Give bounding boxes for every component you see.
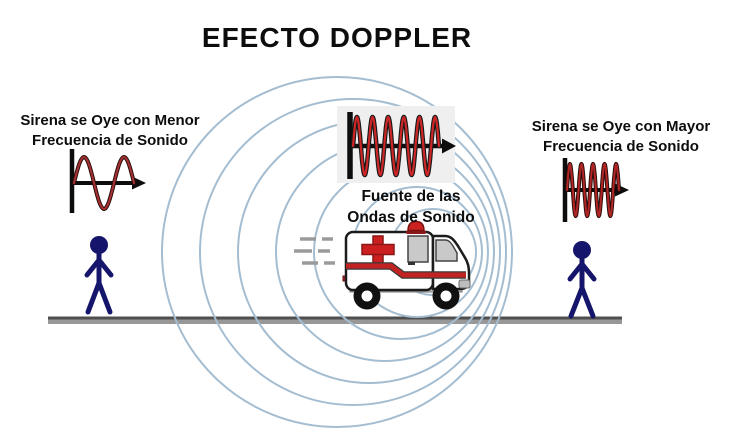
ambulance-side-window xyxy=(407,235,429,263)
diagram-title: EFECTO DOPPLER xyxy=(201,22,473,53)
label-wave-source-line1: Fuente de las xyxy=(361,188,461,205)
ambulance-beacon-base xyxy=(406,230,426,234)
label-lower-frequency-line2: Frecuencia de Sonido xyxy=(32,132,188,149)
label-higher-frequency-line1: Sirena se Oye con Mayor xyxy=(531,118,711,135)
ambulance-door-handle xyxy=(408,262,415,265)
ambulance-rear-wheel-icon xyxy=(353,282,381,310)
label-lower-frequency-line1: Sirena se Oye con Menor xyxy=(20,112,200,129)
high-frequency-wave-icon xyxy=(562,158,629,222)
label-higher-frequency-line2: Frecuencia de Sonido xyxy=(543,138,699,155)
road xyxy=(48,316,622,324)
ambulance-beacon-icon xyxy=(407,220,425,232)
arrow-right-icon xyxy=(132,176,146,190)
label-lower-frequency: Sirena se Oye con Menor Frecuencia de So… xyxy=(20,111,199,151)
ambulance-front-wheel-icon xyxy=(432,282,460,310)
label-wave-source-line2: Ondas de Sonido xyxy=(347,209,475,226)
stick-figure-left-icon xyxy=(84,236,114,315)
arrow-right-icon xyxy=(442,138,456,154)
label-higher-frequency: Sirena se Oye con Mayor Frecuencia de So… xyxy=(532,117,710,157)
ambulance-icon xyxy=(342,220,471,310)
ambulance-stripe-red xyxy=(346,263,466,278)
speed-lines-icon xyxy=(294,237,335,265)
ambulance-windshield xyxy=(435,239,458,262)
source-wave-icon xyxy=(337,106,456,183)
label-wave-source: Fuente de las Ondas de Sonido xyxy=(347,186,474,228)
stick-figure-right-icon xyxy=(567,241,597,319)
low-frequency-wave-icon xyxy=(69,149,146,213)
ambulance-bumper xyxy=(458,279,471,289)
